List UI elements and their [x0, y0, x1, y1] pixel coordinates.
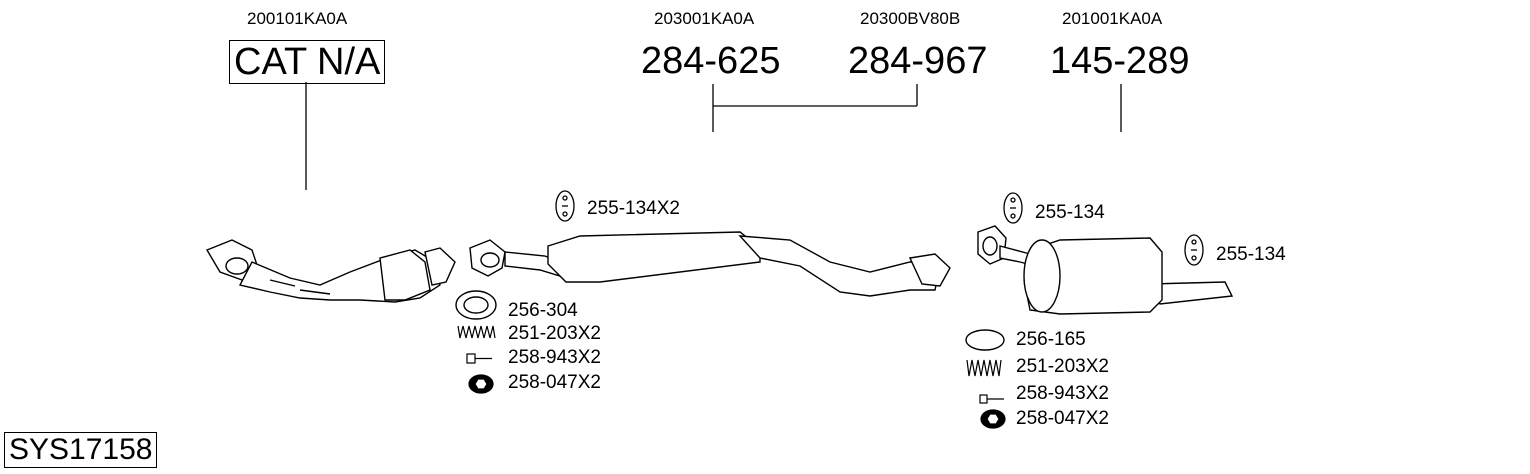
part-front-spring[interactable]: 251-203X2 [508, 323, 601, 344]
part-rear-hanger-2[interactable]: 255-134 [1216, 244, 1286, 265]
oem-number-rear: 201001KA0A [1062, 9, 1163, 28]
main-part-centre-1[interactable]: 284-625 [641, 40, 781, 82]
nut-front-icon [468, 374, 494, 394]
part-front-hanger[interactable]: 255-134X2 [587, 198, 680, 219]
catalytic-converter-drawing [205, 239, 456, 303]
oem-number-cat: 200101KA0A [247, 9, 348, 28]
part-rear-gasket[interactable]: 256-165 [1016, 329, 1086, 350]
nut-rear-icon [980, 409, 1006, 429]
gasket-rear-icon [965, 329, 1005, 351]
main-part-rear[interactable]: 145-289 [1050, 40, 1190, 82]
part-front-gasket[interactable]: 256-304 [508, 300, 578, 321]
gasket-front-icon [455, 290, 497, 320]
part-rear-hanger-1[interactable]: 255-134 [1035, 202, 1105, 223]
part-rear-nut[interactable]: 258-047X2 [1016, 408, 1109, 429]
part-rear-spring[interactable]: 251-203X2 [1016, 356, 1109, 377]
centre-silencer-drawing [469, 231, 951, 297]
hanger-front-icon [555, 190, 575, 222]
main-part-cat[interactable]: CAT N/A [229, 40, 386, 84]
hanger-rear-1-icon [1003, 192, 1023, 224]
part-rear-bolt[interactable]: 258-943X2 [1016, 383, 1109, 404]
main-part-centre-2[interactable]: 284-967 [848, 40, 988, 82]
bolt-front-icon [466, 353, 492, 364]
part-front-bolt[interactable]: 258-943X2 [508, 347, 601, 368]
system-id-label: SYS17158 [4, 432, 158, 468]
part-front-nut[interactable]: 258-047X2 [508, 372, 601, 393]
hanger-rear-2-icon [1184, 234, 1204, 266]
rear-silencer-drawing [977, 225, 1234, 315]
bolt-rear-icon [979, 394, 1004, 404]
spring-rear-icon [966, 359, 1002, 377]
oem-number-centre-1: 203001KA0A [654, 9, 755, 28]
spring-front-icon [457, 325, 496, 339]
oem-number-centre-2: 20300BV80B [860, 9, 961, 28]
